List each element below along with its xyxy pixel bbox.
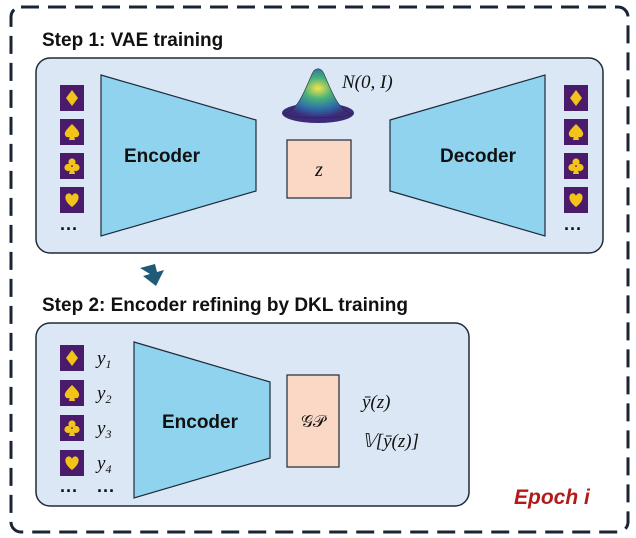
card-diamond [60, 345, 84, 371]
card-spade [60, 380, 84, 406]
card-spade [564, 119, 588, 145]
epoch-label: Epoch i [514, 486, 591, 509]
mean-output: ȳ(z) [360, 392, 390, 413]
vae-encoder-label: Encoder [124, 146, 201, 167]
gaussian-prior-icon [282, 68, 354, 123]
latent-label: z [314, 159, 323, 181]
card-club [60, 415, 84, 441]
card-spade [60, 119, 84, 145]
target-y3: y3 [95, 418, 111, 441]
dkl-encoder [133, 341, 271, 499]
target-y1: y1 [95, 348, 111, 371]
card-heart [60, 450, 84, 476]
epoch-boundary [9, 5, 630, 534]
vae-encoder [100, 74, 257, 237]
target-y2: y2 [95, 383, 111, 406]
dkl-target-ellipsis: ··· [97, 481, 115, 501]
step1-title: Step 1: VAE training [42, 30, 223, 51]
gp-box [286, 374, 340, 468]
target-y4: y4 [95, 453, 111, 476]
vae-decoder-label: Decoder [440, 146, 517, 167]
dkl-encoder-label: Encoder [162, 412, 239, 433]
vae-input-cards: ··· [60, 85, 84, 239]
gp-label: 𝒢𝒫 [301, 412, 327, 431]
dkl-targets: y1 y2 y3 y4 ··· [95, 348, 115, 501]
vae-input-ellipsis: ··· [60, 219, 78, 239]
card-heart [60, 187, 84, 213]
card-club [60, 153, 84, 179]
step-arrow-icon [140, 264, 164, 286]
prior-label: N(0, I) [341, 72, 393, 93]
vae-decoder [389, 74, 546, 237]
card-heart [564, 187, 588, 213]
vae-output-cards: ··· [564, 85, 588, 239]
card-diamond [564, 85, 588, 111]
dkl-input-cards: ··· [60, 345, 84, 501]
dkl-input-ellipsis: ··· [60, 481, 78, 501]
vae-output-ellipsis: ··· [564, 219, 582, 239]
step2-title: Step 2: Encoder refining by DKL training [42, 295, 408, 316]
latent-z-box [286, 139, 352, 199]
card-club [564, 153, 588, 179]
variance-output: 𝕍[ȳ(z)] [362, 431, 419, 452]
card-diamond [60, 85, 84, 111]
